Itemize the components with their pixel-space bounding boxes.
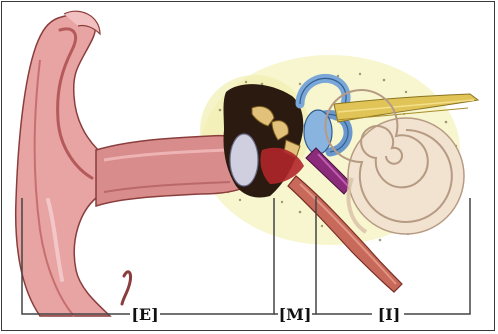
tympanic-membrane	[230, 134, 258, 186]
hair-tuft	[122, 272, 131, 304]
inner-ear-label: [I]	[378, 305, 401, 324]
outer-ear-label: [E]	[131, 305, 158, 324]
middle-ear-label: [M]	[279, 305, 312, 324]
